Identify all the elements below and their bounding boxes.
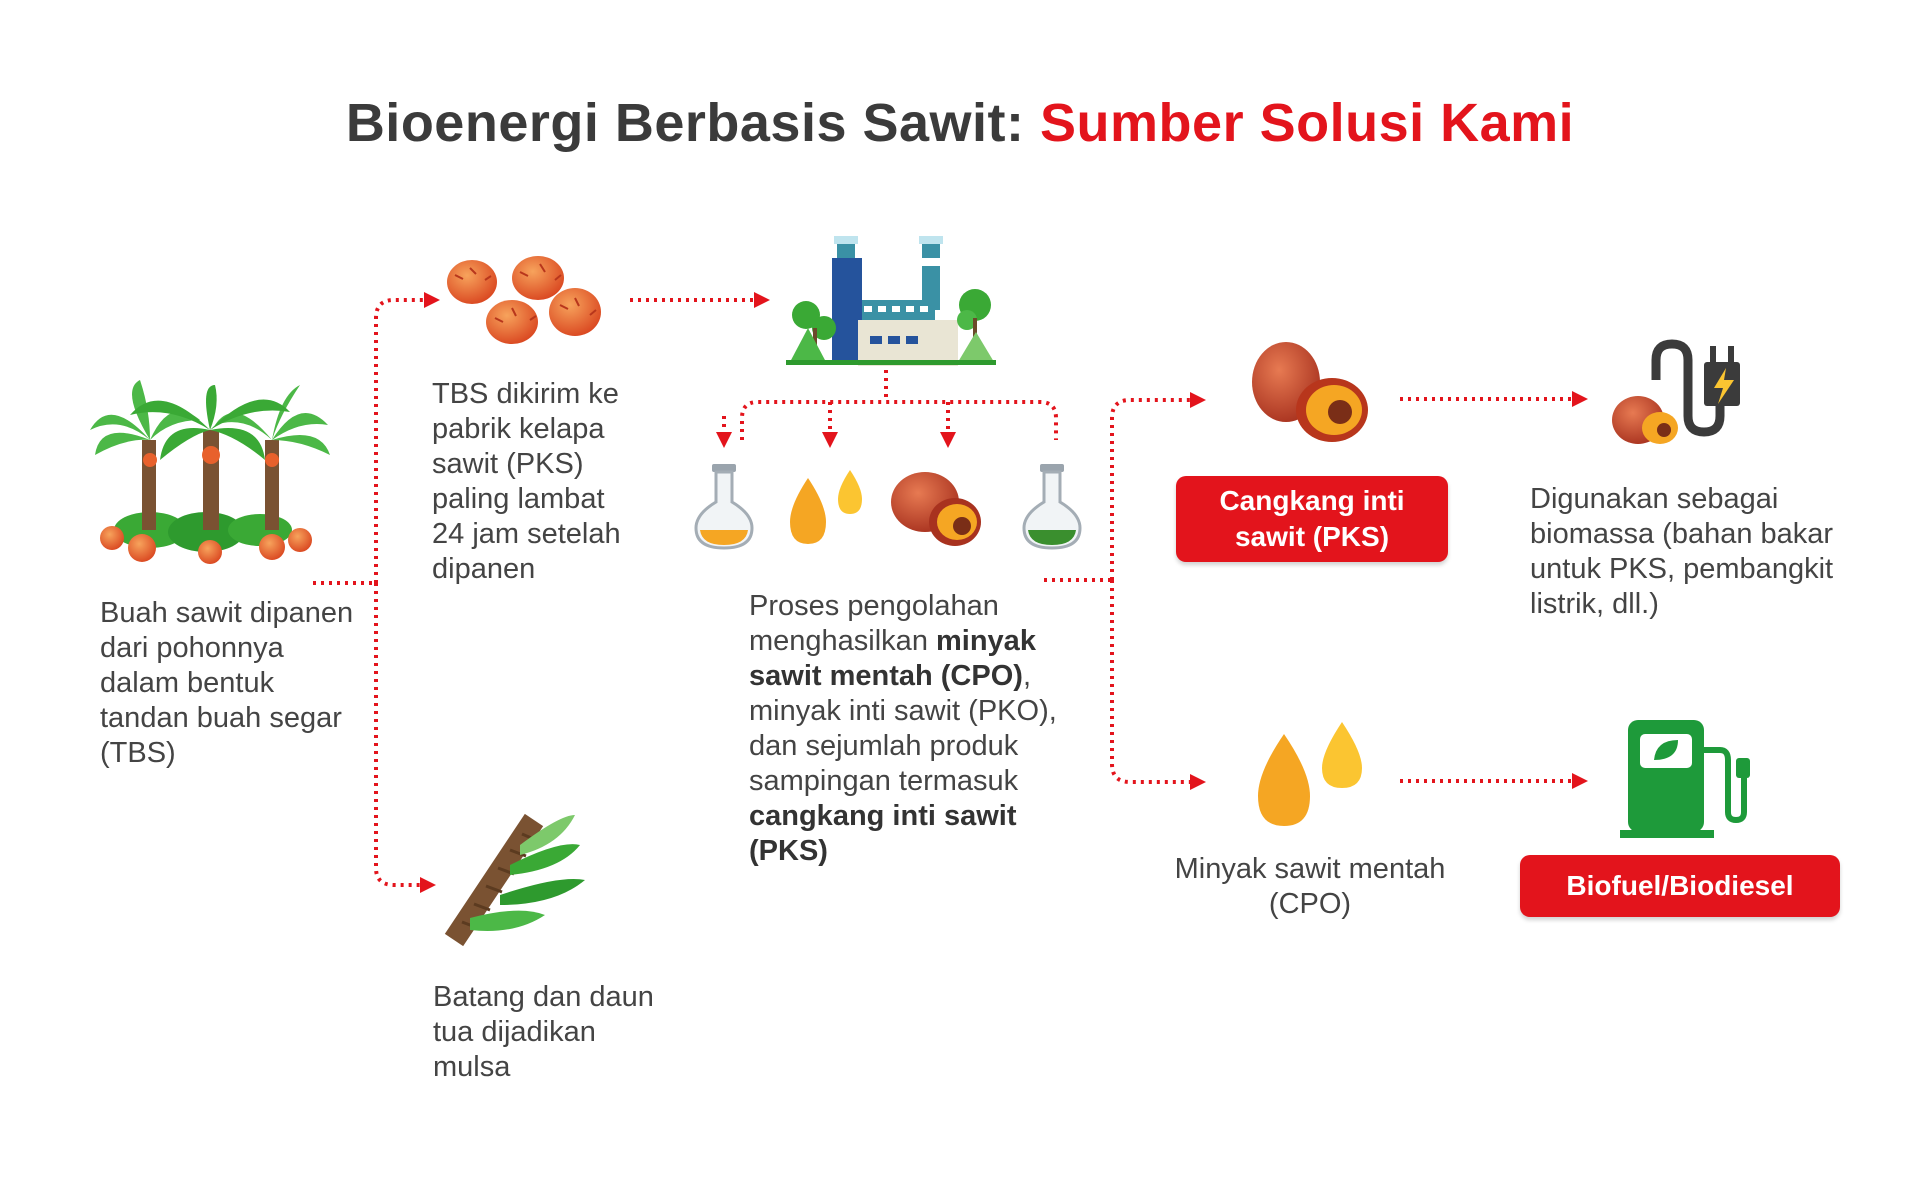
flow-connectors bbox=[313, 292, 1588, 893]
palm-trees-icon bbox=[90, 380, 330, 564]
connector-to-mulch bbox=[374, 583, 436, 893]
connector-to-kernel bbox=[1110, 392, 1206, 580]
fruit-bunch-icon bbox=[447, 256, 601, 344]
process-text-part2: , minyak inti sawit (PKO), dan sejumlah … bbox=[749, 660, 1057, 797]
power-plug-icon bbox=[1612, 339, 1740, 444]
process-text: Proses pengolahan menghasilkan minyak sa… bbox=[749, 589, 1079, 869]
process-text-pks: cangkang inti sawit (PKS) bbox=[749, 800, 1017, 867]
biofuel-badge: Biofuel/Biodiesel bbox=[1520, 855, 1840, 917]
cpo-text: Minyak sawit mentah (CPO) bbox=[1174, 853, 1446, 920]
process-text-part1: Proses pengolahan menghasilkan bbox=[749, 590, 999, 657]
oil-drops-icon bbox=[790, 470, 862, 544]
fuel-pump-icon bbox=[1620, 720, 1750, 838]
biomass-text: Digunakan sebagai biomassa (bahan bakar … bbox=[1530, 483, 1834, 620]
factory-icon bbox=[786, 236, 996, 366]
flask-yellow-icon bbox=[694, 464, 754, 550]
kernel-icon bbox=[1252, 342, 1368, 442]
oil-drops-icon bbox=[1258, 722, 1362, 826]
process-text-cpo: minyak sawit mentah (CPO) bbox=[749, 625, 1036, 692]
palm-frond-icon bbox=[444, 813, 585, 947]
mulch-text: Batang dan daun tua dijadikan mulsa bbox=[433, 981, 654, 1083]
connector-to-cpo bbox=[1110, 580, 1206, 790]
title-accent: Sumber Solusi Kami bbox=[1040, 93, 1575, 153]
connector-to-delivery bbox=[374, 292, 440, 583]
kernel-shell-label: Cangkang inti sawit (PKS) bbox=[1219, 485, 1405, 552]
flask-green-icon bbox=[1022, 464, 1082, 550]
harvest-text: Buah sawit dipanen dari pohonnya dalam b… bbox=[100, 597, 354, 769]
title-main: Bioenergi Berbasis Sawit: bbox=[345, 93, 1025, 153]
biofuel-label: Biofuel/Biodiesel bbox=[1566, 870, 1794, 901]
palm-fruit-icon bbox=[891, 472, 981, 546]
connector-product-bar bbox=[740, 400, 1058, 440]
page-title: Bioenergi Berbasis Sawit: Sumber Solusi … bbox=[0, 92, 1920, 154]
kernel-shell-badge: Cangkang inti sawit (PKS) bbox=[1176, 476, 1448, 562]
delivery-text: TBS dikirim ke pabrik kelapa sawit (PKS)… bbox=[432, 378, 621, 585]
